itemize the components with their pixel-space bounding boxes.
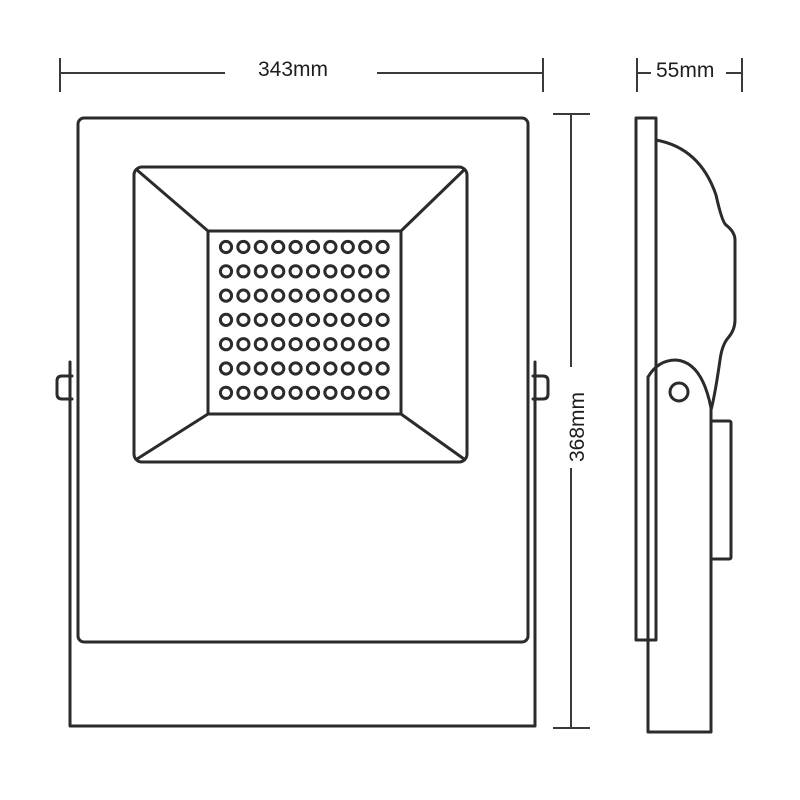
side-driver-box <box>709 419 733 561</box>
led-icon <box>218 264 234 279</box>
led-icon <box>305 239 321 255</box>
depth-dimension-label: 55mm <box>656 59 715 83</box>
led-icon <box>305 385 321 400</box>
led-icon <box>236 264 251 279</box>
led-panel <box>206 229 403 416</box>
led-icon <box>375 337 390 352</box>
side-view <box>634 116 737 734</box>
led-icon <box>218 239 234 255</box>
led-icon <box>236 361 251 376</box>
led-icon <box>375 264 390 279</box>
led-icon <box>271 264 286 279</box>
height-dimension-line <box>553 113 590 729</box>
side-pivot-hole <box>668 381 690 403</box>
led-icon <box>271 239 286 255</box>
led-icon <box>271 337 286 352</box>
mounting-bracket <box>68 360 537 728</box>
bevel-line-top-right <box>399 168 466 233</box>
led-icon <box>323 312 338 327</box>
led-icon <box>236 337 251 352</box>
led-icon <box>218 288 234 303</box>
led-icon <box>305 288 321 303</box>
bevel-line-top-left <box>135 168 210 233</box>
led-icon <box>323 337 338 352</box>
led-icon <box>253 361 268 376</box>
side-mounting-bracket <box>646 358 713 734</box>
right-pivot-knob <box>531 374 550 401</box>
led-icon <box>340 385 355 400</box>
led-icon <box>271 361 286 376</box>
led-icon <box>288 239 303 255</box>
led-grid <box>218 239 390 400</box>
front-view <box>55 116 550 728</box>
led-icon <box>271 385 286 400</box>
led-icon <box>340 264 355 279</box>
led-icon <box>288 288 303 303</box>
led-icon <box>340 312 355 327</box>
led-icon <box>236 288 251 303</box>
led-icon <box>253 337 268 352</box>
led-icon <box>305 361 321 376</box>
led-icon <box>271 288 286 303</box>
led-icon <box>358 239 373 255</box>
led-icon <box>253 385 268 400</box>
led-icon <box>340 337 355 352</box>
led-icon <box>288 312 303 327</box>
led-icon <box>253 288 268 303</box>
led-icon <box>375 385 390 400</box>
led-icon <box>358 288 373 303</box>
led-icon <box>305 337 321 352</box>
led-icon <box>340 361 355 376</box>
bevel-line-bottom-left <box>135 412 210 461</box>
led-icon <box>305 264 321 279</box>
led-icon <box>288 361 303 376</box>
led-icon <box>375 239 390 255</box>
led-icon <box>358 312 373 327</box>
led-icon <box>358 337 373 352</box>
led-icon <box>358 361 373 376</box>
led-icon <box>253 312 268 327</box>
led-icon <box>358 264 373 279</box>
side-front-plate <box>634 116 658 642</box>
led-icon <box>323 361 338 376</box>
led-icon <box>323 264 338 279</box>
bezel-outline <box>132 165 469 464</box>
led-icon <box>340 239 355 255</box>
led-icon <box>218 385 234 400</box>
led-icon <box>323 385 338 400</box>
led-icon <box>236 239 251 255</box>
bevel-line-bottom-right <box>399 412 466 461</box>
led-icon <box>218 312 234 327</box>
led-icon <box>288 385 303 400</box>
housing-outline <box>76 116 530 644</box>
led-icon <box>218 337 234 352</box>
led-icon <box>305 312 321 327</box>
left-pivot-knob <box>55 374 74 401</box>
led-icon <box>358 385 373 400</box>
led-icon <box>288 337 303 352</box>
led-icon <box>375 312 390 327</box>
led-icon <box>375 361 390 376</box>
side-heatsink-body <box>654 138 737 412</box>
depth-dimension-line <box>636 58 743 92</box>
led-icon <box>253 264 268 279</box>
led-icon <box>288 264 303 279</box>
led-icon <box>236 312 251 327</box>
led-icon <box>323 288 338 303</box>
led-icon <box>253 239 268 255</box>
led-icon <box>340 288 355 303</box>
led-icon <box>236 385 251 400</box>
width-dimension-label: 343mm <box>258 58 329 82</box>
led-icon <box>271 312 286 327</box>
width-dimension-line <box>59 58 544 92</box>
led-icon <box>323 239 338 255</box>
height-dimension-label: 368mm <box>566 391 591 463</box>
led-icon <box>375 288 390 303</box>
led-icon <box>218 361 234 376</box>
